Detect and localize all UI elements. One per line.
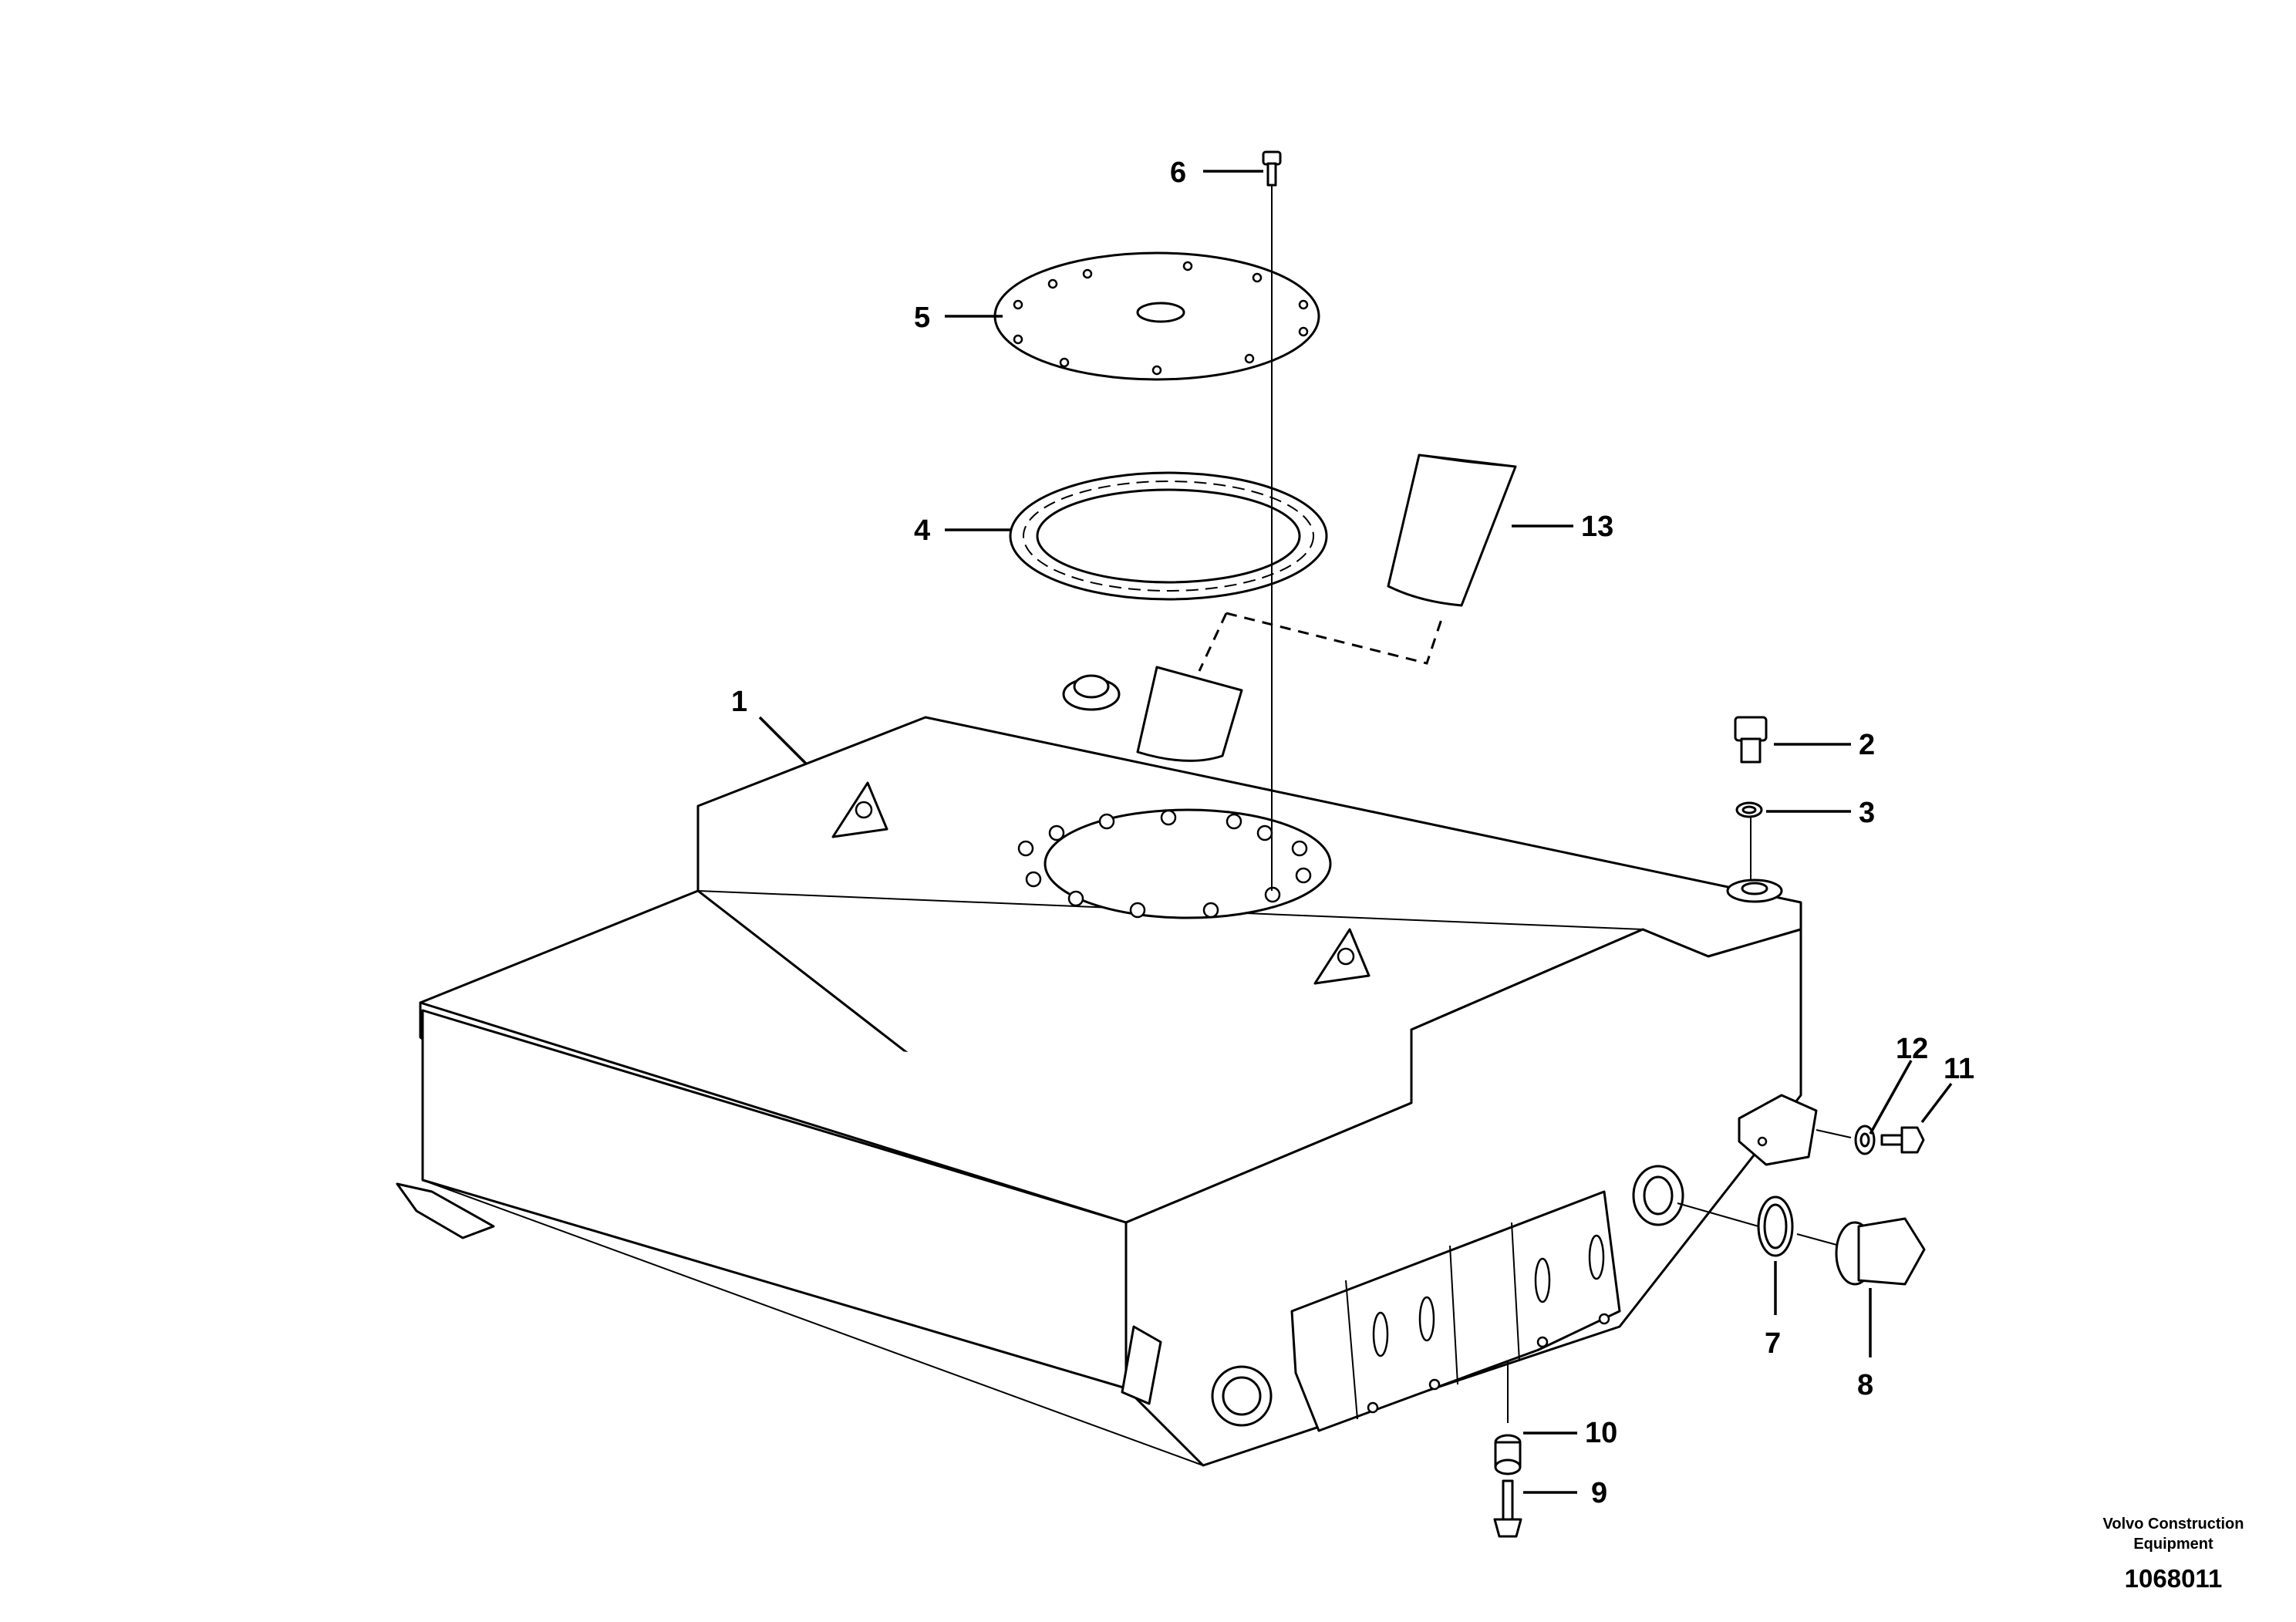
cover-plate [993, 251, 1320, 381]
fuel-tank [396, 666, 1818, 1467]
callout-13: 13 [1581, 511, 1613, 543]
sensor-screw [1880, 1126, 1925, 1154]
publisher-credit-line2: Equipment [2133, 1536, 2213, 1553]
mounting-boss [1726, 878, 1783, 903]
callout-5: 5 [914, 302, 930, 334]
callout-10: 10 [1585, 1417, 1617, 1449]
callout-4: 4 [914, 514, 930, 547]
plug [1835, 1217, 1926, 1286]
callout-7: 7 [1765, 1327, 1781, 1360]
callout-9: 9 [1591, 1477, 1607, 1509]
callout-12: 12 [1896, 1033, 1928, 1065]
callout-6: 6 [1170, 157, 1186, 189]
callout-2: 2 [1859, 729, 1875, 761]
o-ring [1757, 1195, 1794, 1257]
mounting-screw [1493, 1479, 1522, 1538]
bolt [1734, 716, 1768, 764]
gasket [1009, 471, 1328, 601]
callout-11: 11 [1944, 1053, 1974, 1085]
callout-8: 8 [1857, 1369, 1873, 1401]
filler-strainer [1387, 454, 1517, 607]
drawing-number: 1068011 [2125, 1564, 2223, 1593]
callout-3: 3 [1859, 797, 1875, 829]
stud-ring [1017, 809, 1312, 919]
callout-1: 1 [731, 686, 747, 718]
screw [1262, 150, 1282, 187]
spacer [1494, 1434, 1522, 1475]
strainer-assembly-path [1226, 612, 1444, 665]
washer [1735, 801, 1763, 818]
publisher-credit-line1: Volvo Construction [2103, 1516, 2244, 1533]
